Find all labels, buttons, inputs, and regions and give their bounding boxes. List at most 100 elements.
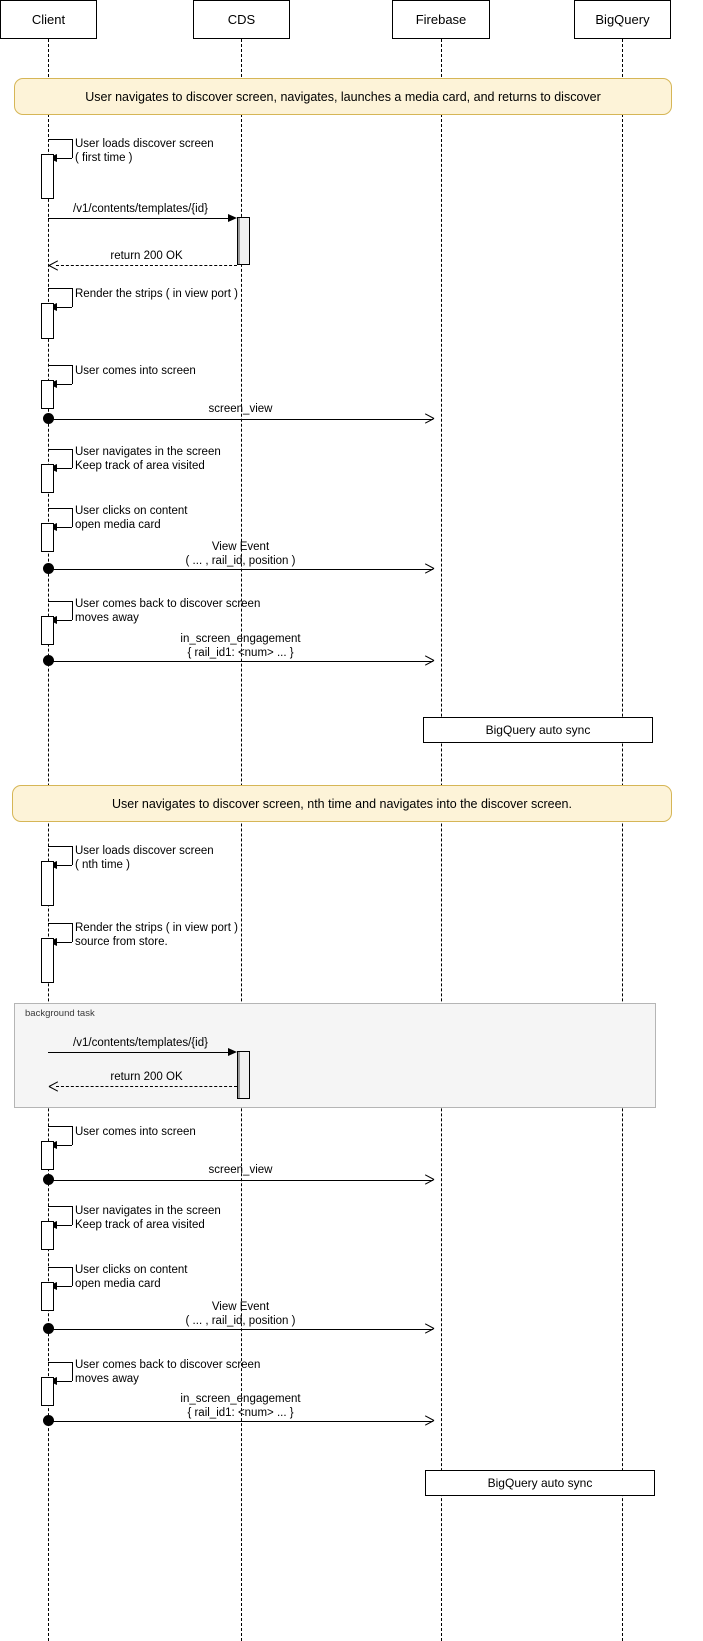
lifeline-firebase xyxy=(441,39,442,1641)
m10-self-back xyxy=(56,620,72,621)
m1-activation-client xyxy=(41,154,54,199)
lifeline-bigquery xyxy=(622,39,623,1641)
m21-self-back xyxy=(56,1381,72,1382)
m18-label: User navigates in the screen Keep track … xyxy=(75,1205,221,1231)
section-banner-2-label: User navigates to discover screen, nth t… xyxy=(112,796,572,811)
m3-label: return 200 OK xyxy=(110,250,183,262)
participant-bigquery-label: BigQuery xyxy=(595,12,650,27)
m19-self-back xyxy=(56,1286,72,1287)
m7-self-back xyxy=(56,468,72,469)
m18-self-top xyxy=(48,1206,72,1207)
m7-self-right xyxy=(72,449,73,468)
m14-activation-cds xyxy=(237,1051,250,1099)
m10-activation-client xyxy=(41,616,54,645)
m5-activation-client xyxy=(41,380,54,409)
m3-line xyxy=(56,265,237,266)
m16-label: User comes into screen xyxy=(75,1126,196,1138)
m6-line xyxy=(48,418,433,420)
m15-line xyxy=(56,1086,237,1087)
m16-self-right xyxy=(72,1126,73,1145)
participant-bigquery[interactable]: BigQuery xyxy=(574,0,671,39)
m11-line xyxy=(48,660,433,662)
fragment-background-task-label: background task xyxy=(25,1008,95,1019)
m20-line xyxy=(48,1328,433,1330)
m13-activation-client xyxy=(41,938,54,983)
m8-self-top xyxy=(48,508,72,509)
participant-client[interactable]: Client xyxy=(0,0,97,39)
m12-self-back xyxy=(56,865,72,866)
m10-label: User comes back to discover screen moves… xyxy=(75,598,261,624)
m15-label: return 200 OK xyxy=(110,1071,183,1083)
m4-self-back xyxy=(56,307,72,308)
participant-firebase[interactable]: Firebase xyxy=(392,0,490,39)
m13-label: Render the strips ( in view port ) sourc… xyxy=(75,922,238,948)
m7-self-top xyxy=(48,449,72,450)
m19-self-right xyxy=(72,1267,73,1286)
m2-line xyxy=(48,218,233,219)
bigquery-sync-box-2-label: BigQuery auto sync xyxy=(487,1476,593,1490)
m1-label: User loads discover screen ( first time … xyxy=(75,138,214,164)
section-banner-1-label: User navigates to discover screen, navig… xyxy=(85,89,601,104)
m2-activation-cds xyxy=(237,217,250,265)
participant-firebase-label: Firebase xyxy=(415,12,467,27)
m12-activation-client xyxy=(41,861,54,906)
m12-label: User loads discover screen ( nth time ) xyxy=(75,845,214,871)
m13-self-top xyxy=(48,923,72,924)
m1-self-back xyxy=(56,158,72,159)
m4-label: Render the strips ( in view port ) xyxy=(75,288,238,300)
m21-label: User comes back to discover screen moves… xyxy=(75,1359,261,1385)
m1-self-top xyxy=(48,139,72,140)
m9-label: View Event ( ... , rail_id, position ) xyxy=(185,541,296,567)
m12-self-top xyxy=(48,846,72,847)
m14-line xyxy=(48,1052,233,1053)
m13-self-right xyxy=(72,923,73,942)
m10-self-top xyxy=(48,601,72,602)
participant-client-label: Client xyxy=(31,12,66,27)
fragment-background-task xyxy=(14,1003,656,1108)
m19-label: User clicks on content open media card xyxy=(75,1264,188,1290)
m5-self-top xyxy=(48,365,72,366)
m5-label: User comes into screen xyxy=(75,365,196,377)
m17-label: screen_view xyxy=(208,1164,273,1176)
m19-self-top xyxy=(48,1267,72,1268)
m8-label: User clicks on content open media card xyxy=(75,505,188,531)
bigquery-sync-box-1-label: BigQuery auto sync xyxy=(485,723,591,737)
m21-activation-client xyxy=(41,1377,54,1406)
lifeline-client xyxy=(48,39,49,1641)
m16-self-back xyxy=(56,1145,72,1146)
m4-self-top xyxy=(48,288,72,289)
m8-self-right xyxy=(72,508,73,527)
m18-self-back xyxy=(56,1225,72,1226)
section-banner-2: User navigates to discover screen, nth t… xyxy=(12,785,672,822)
m20-label: View Event ( ... , rail_id, position ) xyxy=(185,1301,296,1327)
participant-cds[interactable]: CDS xyxy=(193,0,290,39)
m8-activation-client xyxy=(41,523,54,552)
m18-self-right xyxy=(72,1206,73,1225)
m10-self-right xyxy=(72,601,73,620)
participant-cds-label: CDS xyxy=(227,12,256,27)
m21-self-right xyxy=(72,1362,73,1381)
m5-self-back xyxy=(56,384,72,385)
m7-label: User navigates in the screen Keep track … xyxy=(75,446,221,472)
m7-activation-client xyxy=(41,464,54,493)
m9-line xyxy=(48,568,433,570)
m2-label: /v1/contents/templates/{id} xyxy=(73,203,208,215)
m8-self-back xyxy=(56,527,72,528)
m5-self-right xyxy=(72,365,73,384)
bigquery-sync-box-2: BigQuery auto sync xyxy=(425,1470,655,1496)
m16-self-top xyxy=(48,1126,72,1127)
m2-arrowhead xyxy=(228,213,237,222)
m11-label: in_screen_engagement { rail_id1: <num> .… xyxy=(180,633,301,659)
m13-self-back xyxy=(56,942,72,943)
m14-arrowhead xyxy=(228,1047,237,1056)
m18-activation-client xyxy=(41,1221,54,1250)
m4-self-right xyxy=(72,288,73,307)
lifeline-cds xyxy=(241,39,242,1641)
m16-activation-client xyxy=(41,1141,54,1170)
m19-activation-client xyxy=(41,1282,54,1311)
m4-activation-client xyxy=(41,303,54,339)
section-banner-1: User navigates to discover screen, navig… xyxy=(14,78,672,115)
m17-line xyxy=(48,1179,433,1181)
m14-label: /v1/contents/templates/{id} xyxy=(73,1037,208,1049)
